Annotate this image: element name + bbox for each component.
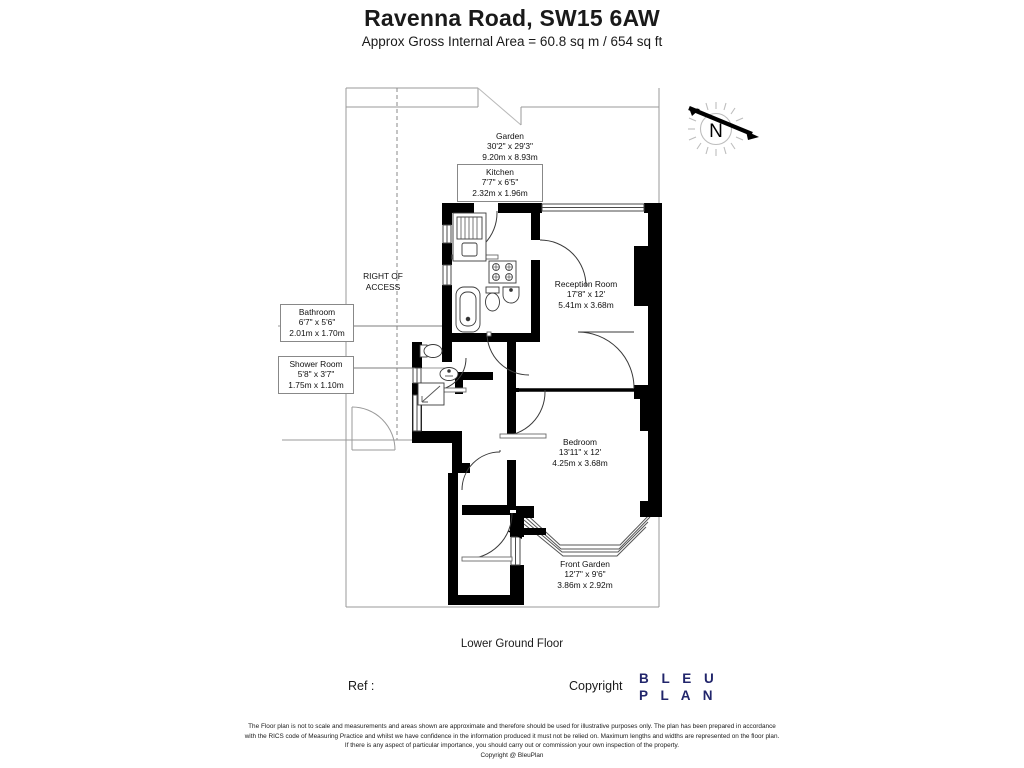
room-label-front-garden: Front Garden 12'7" x 9'6" 3.86m x 2.92m <box>540 559 630 590</box>
label-leader-lines <box>352 325 442 369</box>
bathroom-basin <box>502 286 520 304</box>
kitchen-sink-bowl <box>461 242 478 257</box>
bay-window-piers <box>516 501 662 518</box>
room-label-bedroom: Bedroom 13'11" x 12' 4.25m x 3.68m <box>536 437 624 468</box>
brand-line-1: B L E U <box>639 671 719 686</box>
room-dims-imperial-shower-room: 5'8" x 3'7" <box>297 369 335 380</box>
windows <box>412 203 645 566</box>
room-name-shower-room: Shower Room <box>289 359 343 369</box>
disclaimer-line-3: If there is any aspect of particular imp… <box>344 742 680 750</box>
room-name-reception-room: Reception Room <box>554 279 618 289</box>
room-dims-imperial-kitchen: 7'7" x 6'5" <box>481 177 519 188</box>
page-title: Ravenna Road, SW15 6AW <box>364 5 660 31</box>
page-subtitle-area: Approx Gross Internal Area = 60.8 sq m /… <box>361 34 663 49</box>
door-leaves <box>432 254 547 562</box>
kitchen-counter <box>452 212 487 262</box>
compass-arrow <box>688 106 759 140</box>
room-dims-metric-kitchen: 2.32m x 1.96m <box>472 187 528 198</box>
room-dims-metric-front-garden: 3.86m x 2.92m <box>557 579 613 590</box>
room-label-garden: Garden 30'2" x 29'3" 9.20m x 8.93m <box>468 131 552 162</box>
compass-rose: N <box>686 100 766 162</box>
room-dims-imperial-reception-room: 17'8" x 12' <box>566 289 606 300</box>
kitchen-fixtures <box>452 212 487 262</box>
room-label-shower-room: Shower Room 5'8" x 3'7" 1.75m x 1.10m <box>278 356 354 395</box>
shower-room-fixtures <box>417 344 459 406</box>
compass-north-letter: N <box>709 121 723 142</box>
bathtub <box>455 286 481 333</box>
room-dims-metric-garden: 9.20m x 8.93m <box>482 151 538 162</box>
right-of-access-line-1: RIGHT OF <box>363 271 403 281</box>
room-dims-imperial-bedroom: 13'11" x 12' <box>558 447 602 458</box>
brand-line-2: P L A N <box>639 688 718 703</box>
reference-label: Ref : <box>348 679 375 693</box>
floor-caption: Lower Ground Floor <box>460 638 564 650</box>
room-label-reception-room: Reception Room 17'8" x 12' 5.41m x 3.68m <box>538 279 634 310</box>
room-dims-metric-shower-room: 1.75m x 1.10m <box>288 379 344 390</box>
external-door-swing-left <box>351 406 396 451</box>
copyright-label: Copyright <box>569 679 623 693</box>
room-dims-imperial-garden: 30'2" x 29'3" <box>487 141 533 152</box>
building-walls <box>412 203 662 605</box>
right-of-access-line-2: ACCESS <box>365 282 401 292</box>
room-label-kitchen: Kitchen 7'7" x 6'5" 2.32m x 1.96m <box>457 164 543 203</box>
disclaimer-line-1: The Floor plan is not to scale and measu… <box>248 723 776 730</box>
shower-room-basin <box>439 367 459 381</box>
room-name-bedroom: Bedroom <box>563 437 597 447</box>
room-label-bathroom: Bathroom 6'7" x 5'6" 2.01m x 1.70m <box>280 304 354 343</box>
room-name-bathroom: Bathroom <box>298 307 336 317</box>
disclaimer-text: The Floor plan is not to scale and measu… <box>0 722 1024 760</box>
right-of-access-label: RIGHT OF ACCESS <box>348 271 418 293</box>
bathroom-fixtures <box>455 286 520 333</box>
room-dims-metric-bathroom: 2.01m x 1.70m <box>289 327 345 338</box>
bay-window <box>523 511 653 557</box>
shower-tray <box>417 382 445 406</box>
disclaimer-line-2: with the RICS code of Measuring Practice… <box>244 732 780 740</box>
brand-logo-bleuplan: B L E U P L A N <box>639 670 718 704</box>
shower-room-toilet <box>423 344 443 358</box>
room-dims-metric-bedroom: 4.25m x 3.68m <box>552 457 608 468</box>
door-swings <box>433 211 635 560</box>
room-dims-imperial-bathroom: 6'7" x 5'6" <box>298 317 336 328</box>
bathroom-toilet <box>485 286 500 312</box>
entrance-direction-arrow <box>508 524 546 539</box>
room-name-garden: Garden <box>496 131 524 141</box>
room-name-front-garden: Front Garden <box>560 559 610 569</box>
room-dims-metric-reception-room: 5.41m x 3.68m <box>558 299 614 310</box>
kitchen-hob <box>488 260 517 284</box>
disclaimer-line-4: Copyright @ BleuPlan <box>480 751 544 759</box>
room-name-kitchen: Kitchen <box>486 167 514 177</box>
room-dims-imperial-front-garden: 12'7" x 9'6" <box>564 569 606 580</box>
kitchen-sink-basin <box>456 216 483 240</box>
